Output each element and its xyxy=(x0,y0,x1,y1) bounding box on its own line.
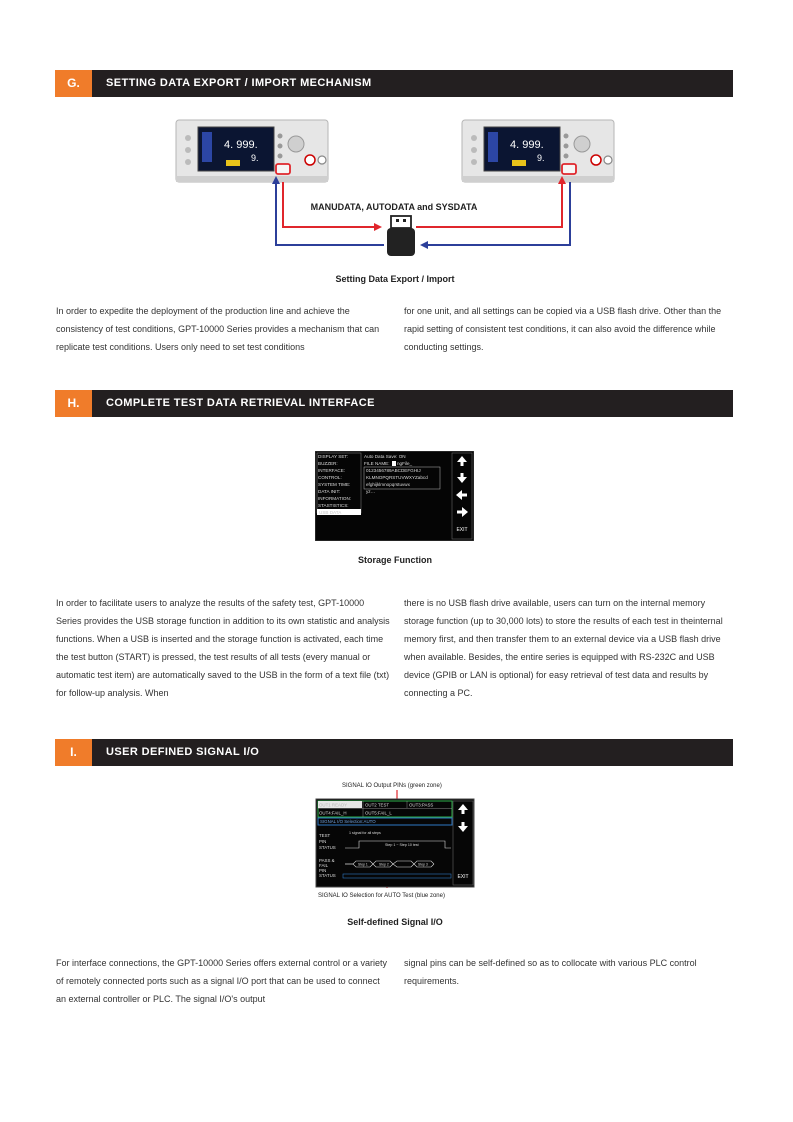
section-title: USER DEFINED SIGNAL I/O xyxy=(106,746,260,758)
arrow-down-icon xyxy=(458,822,468,832)
test-pin-label: STATUS xyxy=(319,845,336,850)
figure-caption: Setting Data Export / Import xyxy=(335,274,455,284)
tester-device-left: 4. 999. 9. xyxy=(175,119,329,183)
menu-item: STASTISTICS: xyxy=(318,503,349,508)
section-g-header: G. SETTING DATA EXPORT / IMPORT MECHANIS… xyxy=(55,70,733,97)
menu-item: DISPLAY SET: xyxy=(318,454,348,459)
menu-item: BUZZER: xyxy=(318,461,338,466)
keyboard-row: KLMNOPQRSTUVWXYZabcd xyxy=(366,475,428,480)
diagram-label: MANUDATA, AUTODATA and SYSDATA xyxy=(311,202,478,212)
figure-caption: Self-defined Signal I/O xyxy=(347,917,443,927)
annotation-bottom: SIGNAL IO Selection for AUTO Test (blue … xyxy=(318,893,445,899)
import-arrow-line-right xyxy=(426,182,571,246)
paragraph-right: there is no USB flash drive available, u… xyxy=(404,598,723,698)
section-letter: G. xyxy=(55,70,92,97)
step-label: Step 2 xyxy=(379,863,389,867)
section-h-header: H. COMPLETE TEST DATA RETRIEVAL INTERFAC… xyxy=(55,390,733,417)
arrow-left-icon xyxy=(456,490,467,500)
exit-softkey: EXIT xyxy=(457,874,468,880)
export-arrow-line xyxy=(282,182,376,228)
figure-caption: Storage Function xyxy=(358,555,432,565)
file-name-label: FILE NAME: xyxy=(364,461,390,466)
export-arrow-line-right xyxy=(416,182,563,228)
signal-out3: OUT3:PASS xyxy=(409,803,433,808)
menu-item-selected: USB DATA xyxy=(319,510,342,515)
section-letter: I. xyxy=(55,739,92,766)
section-title: COMPLETE TEST DATA RETRIEVAL INTERFACE xyxy=(106,397,375,409)
import-arrow-line xyxy=(275,182,384,246)
annotation-top: SIGNAL IO Output PINs (green zone) xyxy=(342,783,442,789)
menu-item: INFORMATION: xyxy=(318,496,351,501)
storage-function-screen: DISPLAY SET: BUZZER: INTERFACE: CONTROL:… xyxy=(315,451,474,541)
export-import-diagram: 4. 999. 9. 4. 999. 9. xyxy=(175,119,615,256)
auto-save-line: Auto Data Save: ON xyxy=(364,454,406,459)
menu-item: CONTROL: xyxy=(318,475,342,480)
pass-fail-label: FAIL xyxy=(319,863,329,868)
pass-fail-label: PASS & xyxy=(319,858,335,863)
display-value-1: 4. 999. xyxy=(224,139,258,151)
keyboard-row: 0123456789ABCDEFGHIJ xyxy=(366,468,421,473)
usb-drive-icon xyxy=(387,215,415,256)
step-label: Step 3 xyxy=(418,863,428,867)
menu-list: DISPLAY SET: BUZZER: INTERFACE: CONTROL:… xyxy=(316,452,362,515)
signal-io-screen: OUT1 READY OUT2 TEST OUT3:PASS OUT4:FAIL… xyxy=(315,790,475,888)
signal-out5: OUT5:FAIL_L xyxy=(365,811,392,816)
menu-item: SYSTEM TIME: xyxy=(318,482,350,487)
paragraph-right: signal pins can be self-defined so as to… xyxy=(404,958,697,986)
paragraph-left: In order to expedite the deployment of t… xyxy=(56,306,380,352)
arrow-up-icon xyxy=(457,456,467,466)
signal-out4: OUT4:FAIL_H xyxy=(319,811,347,816)
section-letter: H. xyxy=(55,390,92,417)
test-pin-label: PIN xyxy=(319,839,326,844)
paragraph-right: for one unit, and all settings can be co… xyxy=(404,306,722,352)
signal-out2: OUT2 TEST xyxy=(365,803,389,808)
menu-item: DATA INIT: xyxy=(318,489,340,494)
test-pin-label: TEST xyxy=(319,833,331,838)
display-value-1: 4. 999. xyxy=(510,139,544,151)
menu-item: INTERFACE: xyxy=(318,468,345,473)
arrow-right-icon xyxy=(457,507,468,517)
signal-selection: SIGNAL I/O Selection:AUTO xyxy=(320,819,376,824)
display-value-2: 9. xyxy=(251,153,259,163)
tester-device-right: 4. 999. 9. xyxy=(461,119,615,183)
signal-out1: OUT1 READY xyxy=(319,803,347,808)
pass-fail-label: PIN xyxy=(319,868,326,873)
section-title: SETTING DATA EXPORT / IMPORT MECHANISM xyxy=(106,77,372,89)
step-label: Step 1 xyxy=(358,863,368,867)
signal-note: 1 signal for all steps xyxy=(349,831,381,835)
exit-softkey: EXIT xyxy=(456,527,467,533)
file-name-value: ngFile_ xyxy=(397,461,413,466)
paragraph-left: In order to facilitate users to analyze … xyxy=(56,598,390,698)
arrow-down-icon xyxy=(457,473,467,483)
arrow-up-icon xyxy=(458,804,468,814)
section-i-header: I. USER DEFINED SIGNAL I/O xyxy=(55,739,733,766)
keyboard-row: efghijklmnopqrstuvwx xyxy=(366,482,411,487)
pass-fail-label: STATUS xyxy=(319,873,336,878)
step-range: Step 1 ~ Step 10 test xyxy=(385,843,419,847)
keyboard-row: yz… xyxy=(366,489,375,494)
paragraph-left: For interface connections, the GPT-10000… xyxy=(56,958,388,1004)
display-value-2: 9. xyxy=(537,153,545,163)
